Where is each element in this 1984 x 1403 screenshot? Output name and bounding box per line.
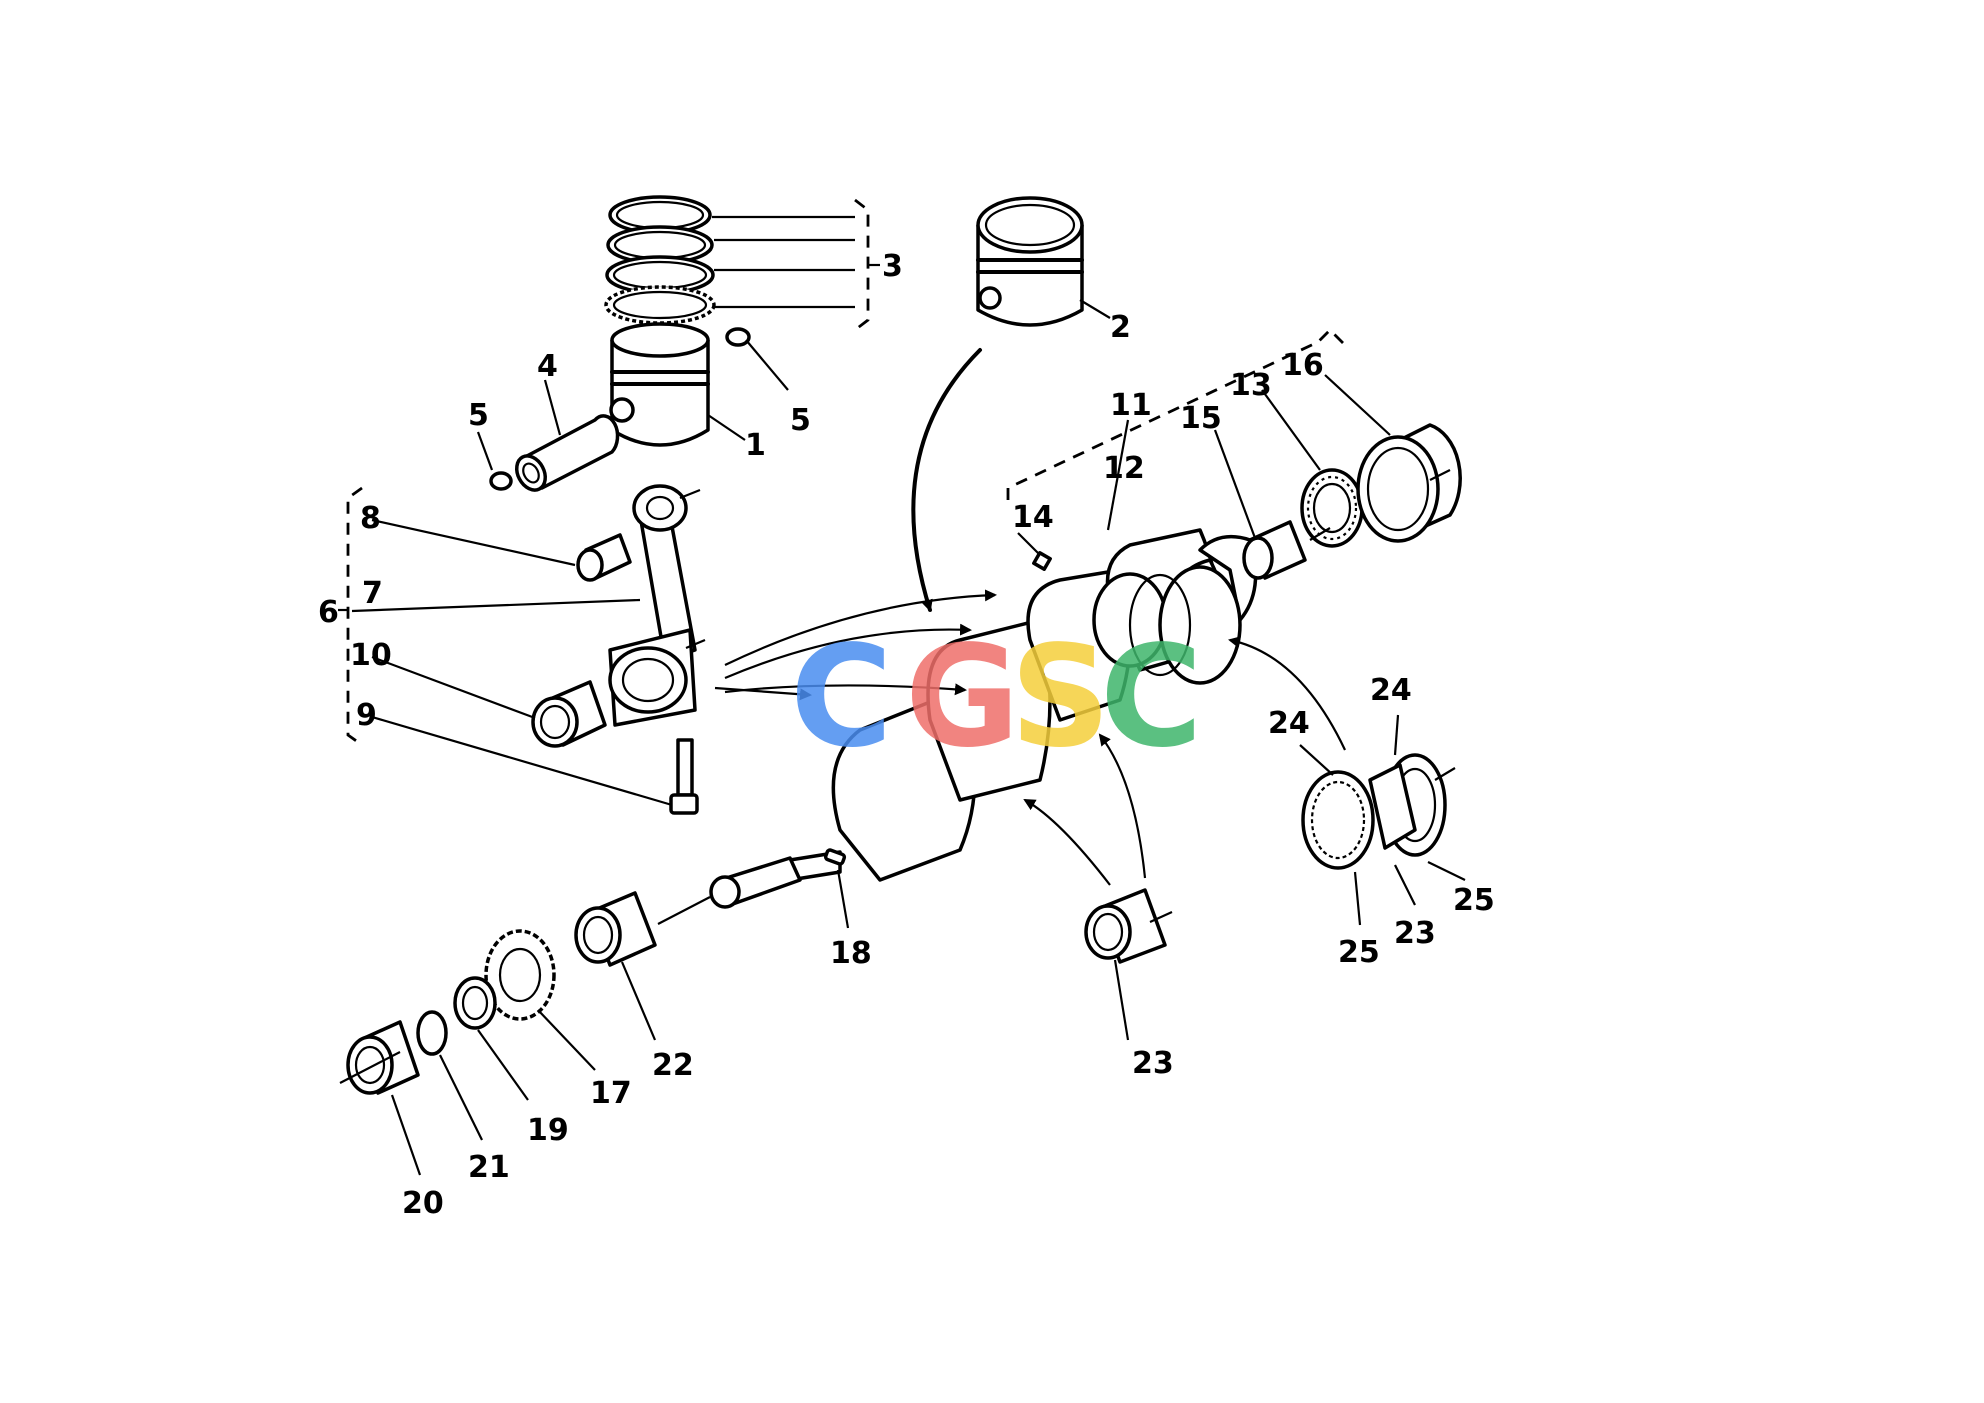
label-24-right: 24	[1370, 673, 1412, 708]
label-25-bottom: 25	[1338, 935, 1380, 970]
label-4: 4	[537, 349, 558, 384]
watermark-letter-3: S	[1010, 616, 1111, 779]
watermark-letter-2: G	[905, 616, 1020, 779]
piston-rings	[604, 195, 716, 325]
label-13: 13	[1230, 368, 1272, 403]
piston	[609, 322, 710, 447]
piston-pin-clip-right	[725, 327, 751, 347]
label-7: 7	[362, 576, 383, 611]
label-2: 2	[1110, 310, 1131, 345]
main-bearing-housing	[1301, 753, 1447, 870]
label-12: 12	[1103, 451, 1145, 486]
front-bushing	[346, 1020, 420, 1095]
assembly-arrows	[714, 348, 1346, 886]
callout-labels: 1 2 3 4 5 5 6 7 8 9 10 11 12 13 14 15 16…	[318, 249, 1495, 1221]
small-end-bushing	[576, 533, 632, 582]
label-24-left: 24	[1268, 706, 1310, 741]
rod-group-bracket	[338, 486, 363, 747]
rear-bushing	[1242, 520, 1307, 580]
connecting-rod	[608, 484, 706, 727]
label-14: 14	[1012, 500, 1054, 535]
rings-bracket	[712, 198, 880, 332]
label-25-right: 25	[1453, 883, 1495, 918]
label-20: 20	[402, 1186, 444, 1221]
piston-pin	[514, 414, 620, 492]
assembly-axis-lines	[339, 469, 1456, 1084]
piston-pin-clip-left	[489, 471, 513, 491]
watermark-letter-1: C	[790, 616, 893, 779]
label-17: 17	[590, 1076, 632, 1111]
piston-assembled	[976, 196, 1084, 327]
main-bearing-shell	[1084, 888, 1167, 964]
crankshaft	[709, 528, 1258, 909]
front-bearing-shell	[574, 891, 657, 967]
label-6: 6	[318, 595, 339, 630]
label-18: 18	[830, 936, 872, 971]
label-10: 10	[350, 638, 392, 673]
label-3: 3	[882, 249, 903, 284]
crankshaft-plug	[1032, 551, 1052, 571]
crankshaft-gear	[484, 929, 556, 1021]
label-19: 19	[527, 1113, 569, 1148]
label-9: 9	[356, 698, 377, 733]
label-23-right: 23	[1394, 916, 1436, 951]
ball-bearing	[1300, 468, 1364, 548]
leader-lines	[351, 299, 1466, 1176]
label-5-right: 5	[790, 403, 811, 438]
watermark-logo: C G S C	[790, 616, 1203, 779]
label-8: 8	[360, 501, 381, 536]
label-22: 22	[652, 1048, 694, 1083]
seal-ring	[1356, 423, 1462, 543]
watermark-letter-4: C	[1100, 616, 1203, 779]
crankshaft-group-bracket	[1006, 328, 1346, 500]
label-23-center: 23	[1132, 1046, 1174, 1081]
spacer-ring	[416, 1010, 448, 1056]
crankshaft-key	[823, 848, 847, 866]
label-16: 16	[1282, 348, 1324, 383]
big-end-bearing	[531, 680, 607, 748]
label-21: 21	[468, 1150, 510, 1185]
label-1: 1	[745, 428, 766, 463]
label-11: 11	[1110, 388, 1152, 423]
label-5-left: 5	[468, 398, 489, 433]
rod-bolt	[669, 738, 699, 815]
label-15: 15	[1180, 401, 1222, 436]
thrust-washer	[453, 976, 497, 1030]
